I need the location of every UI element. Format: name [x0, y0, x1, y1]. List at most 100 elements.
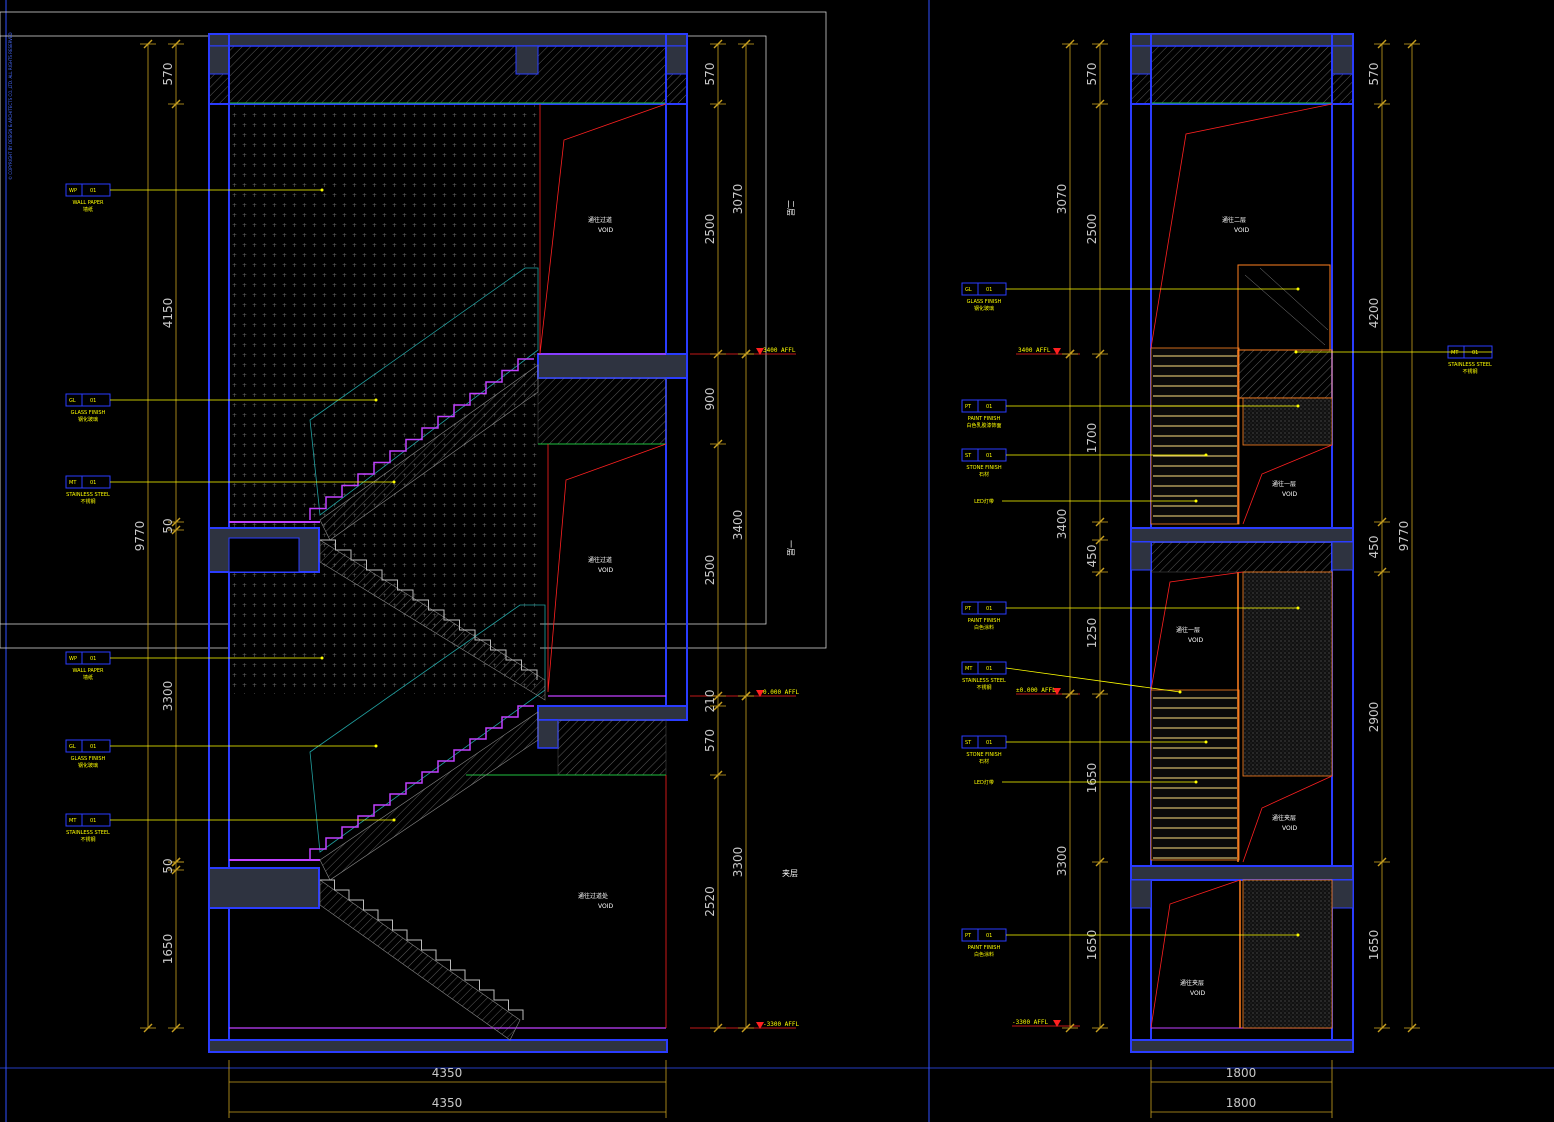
svg-text:VOID: VOID	[1282, 825, 1297, 832]
tag-sublabel: 钢化玻璃	[78, 416, 98, 423]
dimension-label: 1250	[1085, 618, 1099, 649]
dimension-bottom: 4350 4350	[228, 1060, 667, 1118]
dimension-label: 210	[703, 690, 717, 713]
right-section: 通往二层 VOID 通往一层 VOID 通往一层 VOID 通往夹层 VOID …	[961, 33, 1493, 1118]
tag-code: MT	[69, 480, 77, 486]
tag-label: PAINT FINISH	[968, 945, 1001, 951]
svg-text:0.000 AFFL: 0.000 AFFL	[763, 689, 800, 696]
dimension-label: 570	[1085, 63, 1099, 86]
tag-sublabel: 不锈钢	[976, 684, 991, 691]
dimension-label: 570	[1367, 63, 1381, 86]
tag-label: PAINT FINISH	[968, 618, 1001, 624]
dimension-label: 3300	[731, 847, 745, 878]
svg-text:VOID: VOID	[1190, 990, 1205, 997]
svg-text:-3300 AFFL: -3300 AFFL	[763, 1021, 800, 1028]
svg-text:VOID: VOID	[598, 227, 613, 234]
stair-steps-down-upper	[320, 539, 538, 680]
dimension-label: 2500	[703, 214, 717, 245]
tag-number: 01	[1472, 350, 1478, 356]
dimension-label: 1650	[1367, 930, 1381, 961]
tag-code: PT	[965, 606, 972, 612]
svg-text:±0.000 AFFL: ±0.000 AFFL	[1016, 687, 1056, 694]
svg-text:VOID: VOID	[598, 903, 613, 910]
svg-text:1800: 1800	[1226, 1066, 1257, 1080]
svg-text:VOID: VOID	[1282, 491, 1297, 498]
tag-label: STAINLESS STEEL	[1448, 362, 1492, 368]
dimension-label: 4150	[161, 298, 175, 329]
tag-label: STONE FINISH	[966, 465, 1001, 471]
tag-label: WALL PAPER	[72, 668, 104, 674]
dimension-label: 2500	[703, 555, 717, 586]
tag-code: ST	[965, 740, 972, 746]
room-label: 通往过道处	[578, 892, 608, 900]
dimension-label: 2520	[703, 886, 717, 917]
dimension-label: 570	[703, 729, 717, 752]
room-label: 通往二层	[1222, 216, 1246, 224]
floor-slab-1	[537, 705, 688, 721]
tag-code: MT	[965, 666, 973, 672]
tag-label: STAINLESS STEEL	[962, 678, 1006, 684]
tag-label: STAINLESS STEEL	[66, 830, 110, 836]
tag-code: GL	[965, 287, 972, 293]
tag-code: WP	[69, 188, 77, 194]
dimension-label: 900	[703, 388, 717, 411]
svg-text:3400 AFFL: 3400 AFFL	[763, 347, 796, 354]
tag-number: 01	[986, 666, 992, 672]
tag-code: MT	[69, 818, 77, 824]
svg-text:1800: 1800	[1226, 1096, 1257, 1110]
svg-text:4350: 4350	[432, 1066, 463, 1080]
dimension-label: 3300	[1055, 846, 1069, 877]
tag-number: 01	[986, 404, 992, 410]
room-label: 通往夹层	[1180, 979, 1204, 987]
dimension-label: 570	[161, 63, 175, 86]
dimension-label: 3070	[1055, 184, 1069, 215]
tag-code: PT	[965, 404, 972, 410]
landing-2	[208, 867, 320, 909]
room-label: 通往夹层	[1272, 814, 1296, 822]
tag-label: GLASS FINISH	[967, 299, 1002, 305]
dimension-label: 3070	[731, 184, 745, 215]
floor-label: 二层	[786, 200, 795, 216]
tag-sublabel: 白色乳胶漆饰面	[966, 422, 1001, 429]
svg-text:4350: 4350	[432, 1096, 463, 1110]
dimension-label: 2900	[1367, 702, 1381, 733]
ground-slab	[1130, 1039, 1354, 1053]
tag-label: GLASS FINISH	[71, 410, 106, 416]
stone-panel	[1150, 689, 1240, 861]
tag-number: 01	[90, 656, 96, 662]
tag-sublabel: 石材	[979, 471, 989, 478]
tag-sublabel: 白色涂料	[974, 951, 994, 958]
svg-text:-3300 AFFL: -3300 AFFL	[1012, 1019, 1049, 1026]
dimension-bottom: 1800 1800	[1150, 1060, 1333, 1118]
room-label: 通往一层	[1176, 626, 1200, 634]
dimension-label: 4200	[1367, 298, 1381, 329]
dimension-label: 3300	[161, 681, 175, 712]
tag-label: LED灯带	[974, 779, 994, 786]
tag-label: LED灯带	[974, 498, 994, 505]
level-marker: -3300 AFFL	[1012, 1019, 1080, 1027]
material-tag: LED灯带	[974, 779, 1198, 786]
tag-sublabel: 白色涂料	[974, 624, 994, 631]
svg-text:VOID: VOID	[1234, 227, 1249, 234]
tag-sublabel: 不锈钢	[80, 498, 95, 505]
dimension-label: 2500	[1085, 214, 1099, 245]
tag-number: 01	[986, 933, 992, 939]
tag-number: 01	[986, 453, 992, 459]
dimension-label: 9770	[1397, 521, 1411, 552]
copyright-text: © COPYRIGHT BY DESIGN & ARCHITECTS CO.,L…	[8, 32, 13, 180]
tag-number: 01	[90, 744, 96, 750]
